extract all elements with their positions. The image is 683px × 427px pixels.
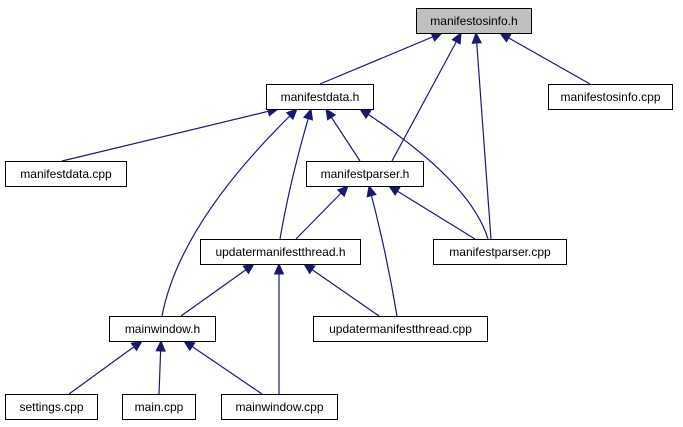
- edge-updatermanifestthread_h-to-manifestparser_h: [295, 185, 349, 240]
- arrowhead: [451, 31, 462, 45]
- edge-line: [368, 185, 398, 317]
- node-manifestdata-cpp[interactable]: manifestdata.cpp: [5, 161, 127, 187]
- node-box: [306, 161, 424, 187]
- edge-manifestparser_h-to-manifestosinfo_h: [391, 31, 462, 162]
- edge-line: [68, 340, 143, 395]
- node-manifestosinfo-h: manifestosinfo.h: [416, 8, 532, 34]
- node-label: manifestosinfo.h: [430, 14, 517, 28]
- node-box: [200, 239, 361, 265]
- arrowhead: [285, 108, 298, 121]
- node-label: manifestparser.cpp: [449, 245, 551, 259]
- arrowhead: [302, 107, 314, 121]
- edge-line: [183, 340, 263, 395]
- arrowhead: [366, 184, 377, 198]
- node-box: [5, 161, 127, 187]
- edge-line: [475, 32, 492, 240]
- node-label: manifestosinfo.cpp: [560, 90, 660, 104]
- edge-main_cpp-to-mainwindow_h: [155, 339, 166, 395]
- edge-line: [388, 185, 476, 240]
- arrowhead: [242, 263, 255, 275]
- node-label: manifestparser.h: [321, 167, 410, 181]
- edge-line: [161, 108, 298, 317]
- edge-manifestosinfo_cpp-to-manifestosinfo_h: [498, 32, 591, 85]
- node-box: [433, 239, 567, 265]
- node-label: manifestdata.h: [281, 90, 360, 104]
- node-manifestparser-cpp[interactable]: manifestparser.cpp: [433, 239, 567, 265]
- edge-line: [319, 32, 443, 85]
- node-box: [109, 316, 216, 342]
- edge-line: [279, 108, 312, 240]
- arrowhead: [387, 185, 401, 196]
- node-box: [122, 394, 196, 420]
- edge-mainwindow_cpp-to-mainwindow_h: [182, 340, 263, 395]
- node-box: [416, 8, 532, 34]
- arrowhead: [498, 32, 512, 43]
- node-box: [548, 84, 673, 110]
- node-label: updatermanifestthread.h: [215, 245, 345, 259]
- node-box: [5, 394, 98, 420]
- edge-manifestdata_h-to-manifestosinfo_h: [319, 32, 444, 85]
- node-manifestparser-h[interactable]: manifestparser.h: [306, 161, 424, 187]
- node-label: mainwindow.cpp: [235, 400, 323, 414]
- edge-line: [499, 32, 591, 85]
- arrowhead: [336, 185, 349, 198]
- node-main-cpp[interactable]: main.cpp: [122, 394, 196, 420]
- nodes-layer: manifestosinfo.h manifestdata.h manifestos…: [5, 8, 673, 420]
- edge-updatermanifestthread_cpp-to-updatermanifestthread_h: [302, 263, 380, 317]
- arrowhead: [182, 340, 196, 352]
- node-label: manifestdata.cpp: [20, 167, 112, 181]
- edge-line: [180, 263, 255, 317]
- arrowhead: [273, 262, 285, 275]
- edge-line: [359, 108, 489, 240]
- arrowhead: [302, 263, 316, 275]
- node-box: [313, 316, 488, 342]
- edge-mainwindow_h-to-updatermanifestthread_h: [180, 263, 255, 317]
- node-manifestosinfo-cpp[interactable]: manifestosinfo.cpp: [548, 84, 673, 110]
- node-label: updatermanifestthread.cpp: [329, 322, 472, 336]
- edge-mainwindow_cpp-to-updatermanifestthread_h: [273, 262, 285, 394]
- edge-line: [295, 185, 349, 240]
- edge-line: [61, 108, 279, 162]
- node-label: mainwindow.h: [125, 322, 200, 336]
- edge-updatermanifestthread_cpp-to-manifestparser_h: [366, 184, 398, 317]
- node-label: settings.cpp: [19, 400, 83, 414]
- arrowhead: [130, 340, 143, 352]
- edge-manifestparser_h-to-manifestdata_h: [325, 107, 361, 162]
- edge-line: [391, 32, 462, 162]
- edge-updatermanifestthread_h-to-manifestdata_h: [279, 107, 314, 240]
- node-mainwindow-h[interactable]: mainwindow.h: [109, 316, 216, 342]
- node-manifestdata-h[interactable]: manifestdata.h: [266, 84, 374, 110]
- edge-mainwindow_h-to-manifestdata_h: [161, 108, 298, 317]
- edge-settings_cpp-to-mainwindow_h: [68, 340, 143, 395]
- edge-manifestdata_cpp-to-manifestdata_h: [61, 106, 280, 162]
- arrowhead: [325, 107, 337, 121]
- node-label: main.cpp: [135, 400, 184, 414]
- node-updatermanifestthread-h[interactable]: updatermanifestthread.h: [200, 239, 361, 265]
- arrowhead: [155, 339, 166, 352]
- node-updatermanifestthread-cpp[interactable]: updatermanifestthread.cpp: [313, 316, 488, 342]
- arrowhead: [358, 108, 372, 120]
- arrowhead: [471, 31, 483, 44]
- edges-layer: [61, 31, 591, 395]
- node-box: [221, 394, 338, 420]
- node-mainwindow-cpp[interactable]: mainwindow.cpp: [221, 394, 338, 420]
- edge-line: [303, 263, 380, 317]
- node-box: [266, 84, 374, 110]
- edge-manifestparser_cpp-to-manifestosinfo_h: [471, 31, 492, 240]
- node-settings-cpp[interactable]: settings.cpp: [5, 394, 98, 420]
